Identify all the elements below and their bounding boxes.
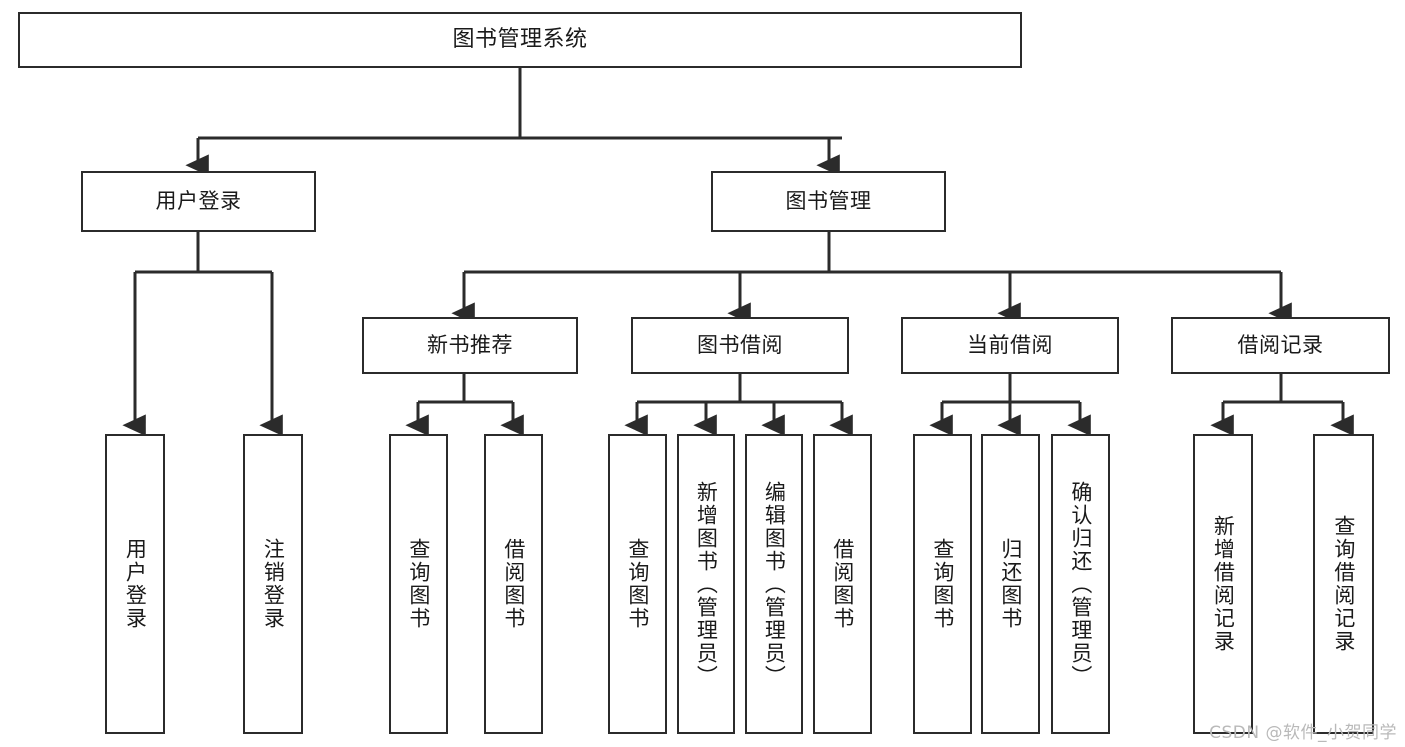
node-label: 用户登录: [123, 538, 148, 630]
leaf-query-books-current[interactable]: 查询图书: [913, 434, 972, 734]
node-borrowing-record[interactable]: 借阅记录: [1171, 317, 1390, 374]
leaf-return-books[interactable]: 归还图书: [981, 434, 1040, 734]
node-label: 图书借阅: [697, 333, 783, 358]
node-user-login[interactable]: 用户登录: [81, 171, 316, 232]
leaf-query-borrow-record[interactable]: 查询借阅记录: [1313, 434, 1374, 734]
leaf-confirm-return-admin[interactable]: 确认归还（管理员）: [1051, 434, 1110, 734]
node-label: 新增图书（管理员）: [694, 480, 719, 688]
node-label: 图书管理系统: [452, 27, 588, 53]
node-root-book-management-system[interactable]: 图书管理系统: [18, 12, 1022, 68]
node-label: 查询图书: [625, 538, 650, 630]
node-label: 用户登录: [155, 189, 242, 214]
leaf-query-books-borrow[interactable]: 查询图书: [608, 434, 667, 734]
node-new-book-recommendation[interactable]: 新书推荐: [362, 317, 578, 374]
node-label: 新增借阅记录: [1211, 515, 1236, 653]
leaf-borrow-books[interactable]: 借阅图书: [813, 434, 872, 734]
node-label: 确认归还（管理员）: [1068, 480, 1093, 688]
node-label: 编辑图书（管理员）: [762, 480, 787, 688]
leaf-query-books-new[interactable]: 查询图书: [389, 434, 448, 734]
node-label: 注销登录: [261, 538, 286, 630]
node-label: 借阅图书: [830, 538, 855, 630]
node-book-management[interactable]: 图书管理: [711, 171, 946, 232]
node-label: 查询图书: [930, 538, 955, 630]
leaf-user-login[interactable]: 用户登录: [105, 434, 165, 734]
leaf-edit-book-admin[interactable]: 编辑图书（管理员）: [745, 434, 803, 734]
leaf-borrow-books-new[interactable]: 借阅图书: [484, 434, 543, 734]
node-label: 图书管理: [785, 189, 872, 214]
node-current-borrowing[interactable]: 当前借阅: [901, 317, 1119, 374]
node-label: 查询借阅记录: [1331, 515, 1356, 653]
node-label: 新书推荐: [427, 333, 513, 358]
leaf-add-borrow-record[interactable]: 新增借阅记录: [1193, 434, 1253, 734]
node-book-borrowing[interactable]: 图书借阅: [631, 317, 849, 374]
leaf-add-book-admin[interactable]: 新增图书（管理员）: [677, 434, 735, 734]
leaf-logout[interactable]: 注销登录: [243, 434, 303, 734]
node-label: 归还图书: [998, 538, 1023, 630]
node-label: 借阅记录: [1237, 333, 1324, 358]
node-label: 当前借阅: [967, 333, 1053, 358]
node-label: 查询图书: [406, 538, 431, 630]
node-label: 借阅图书: [501, 538, 526, 630]
